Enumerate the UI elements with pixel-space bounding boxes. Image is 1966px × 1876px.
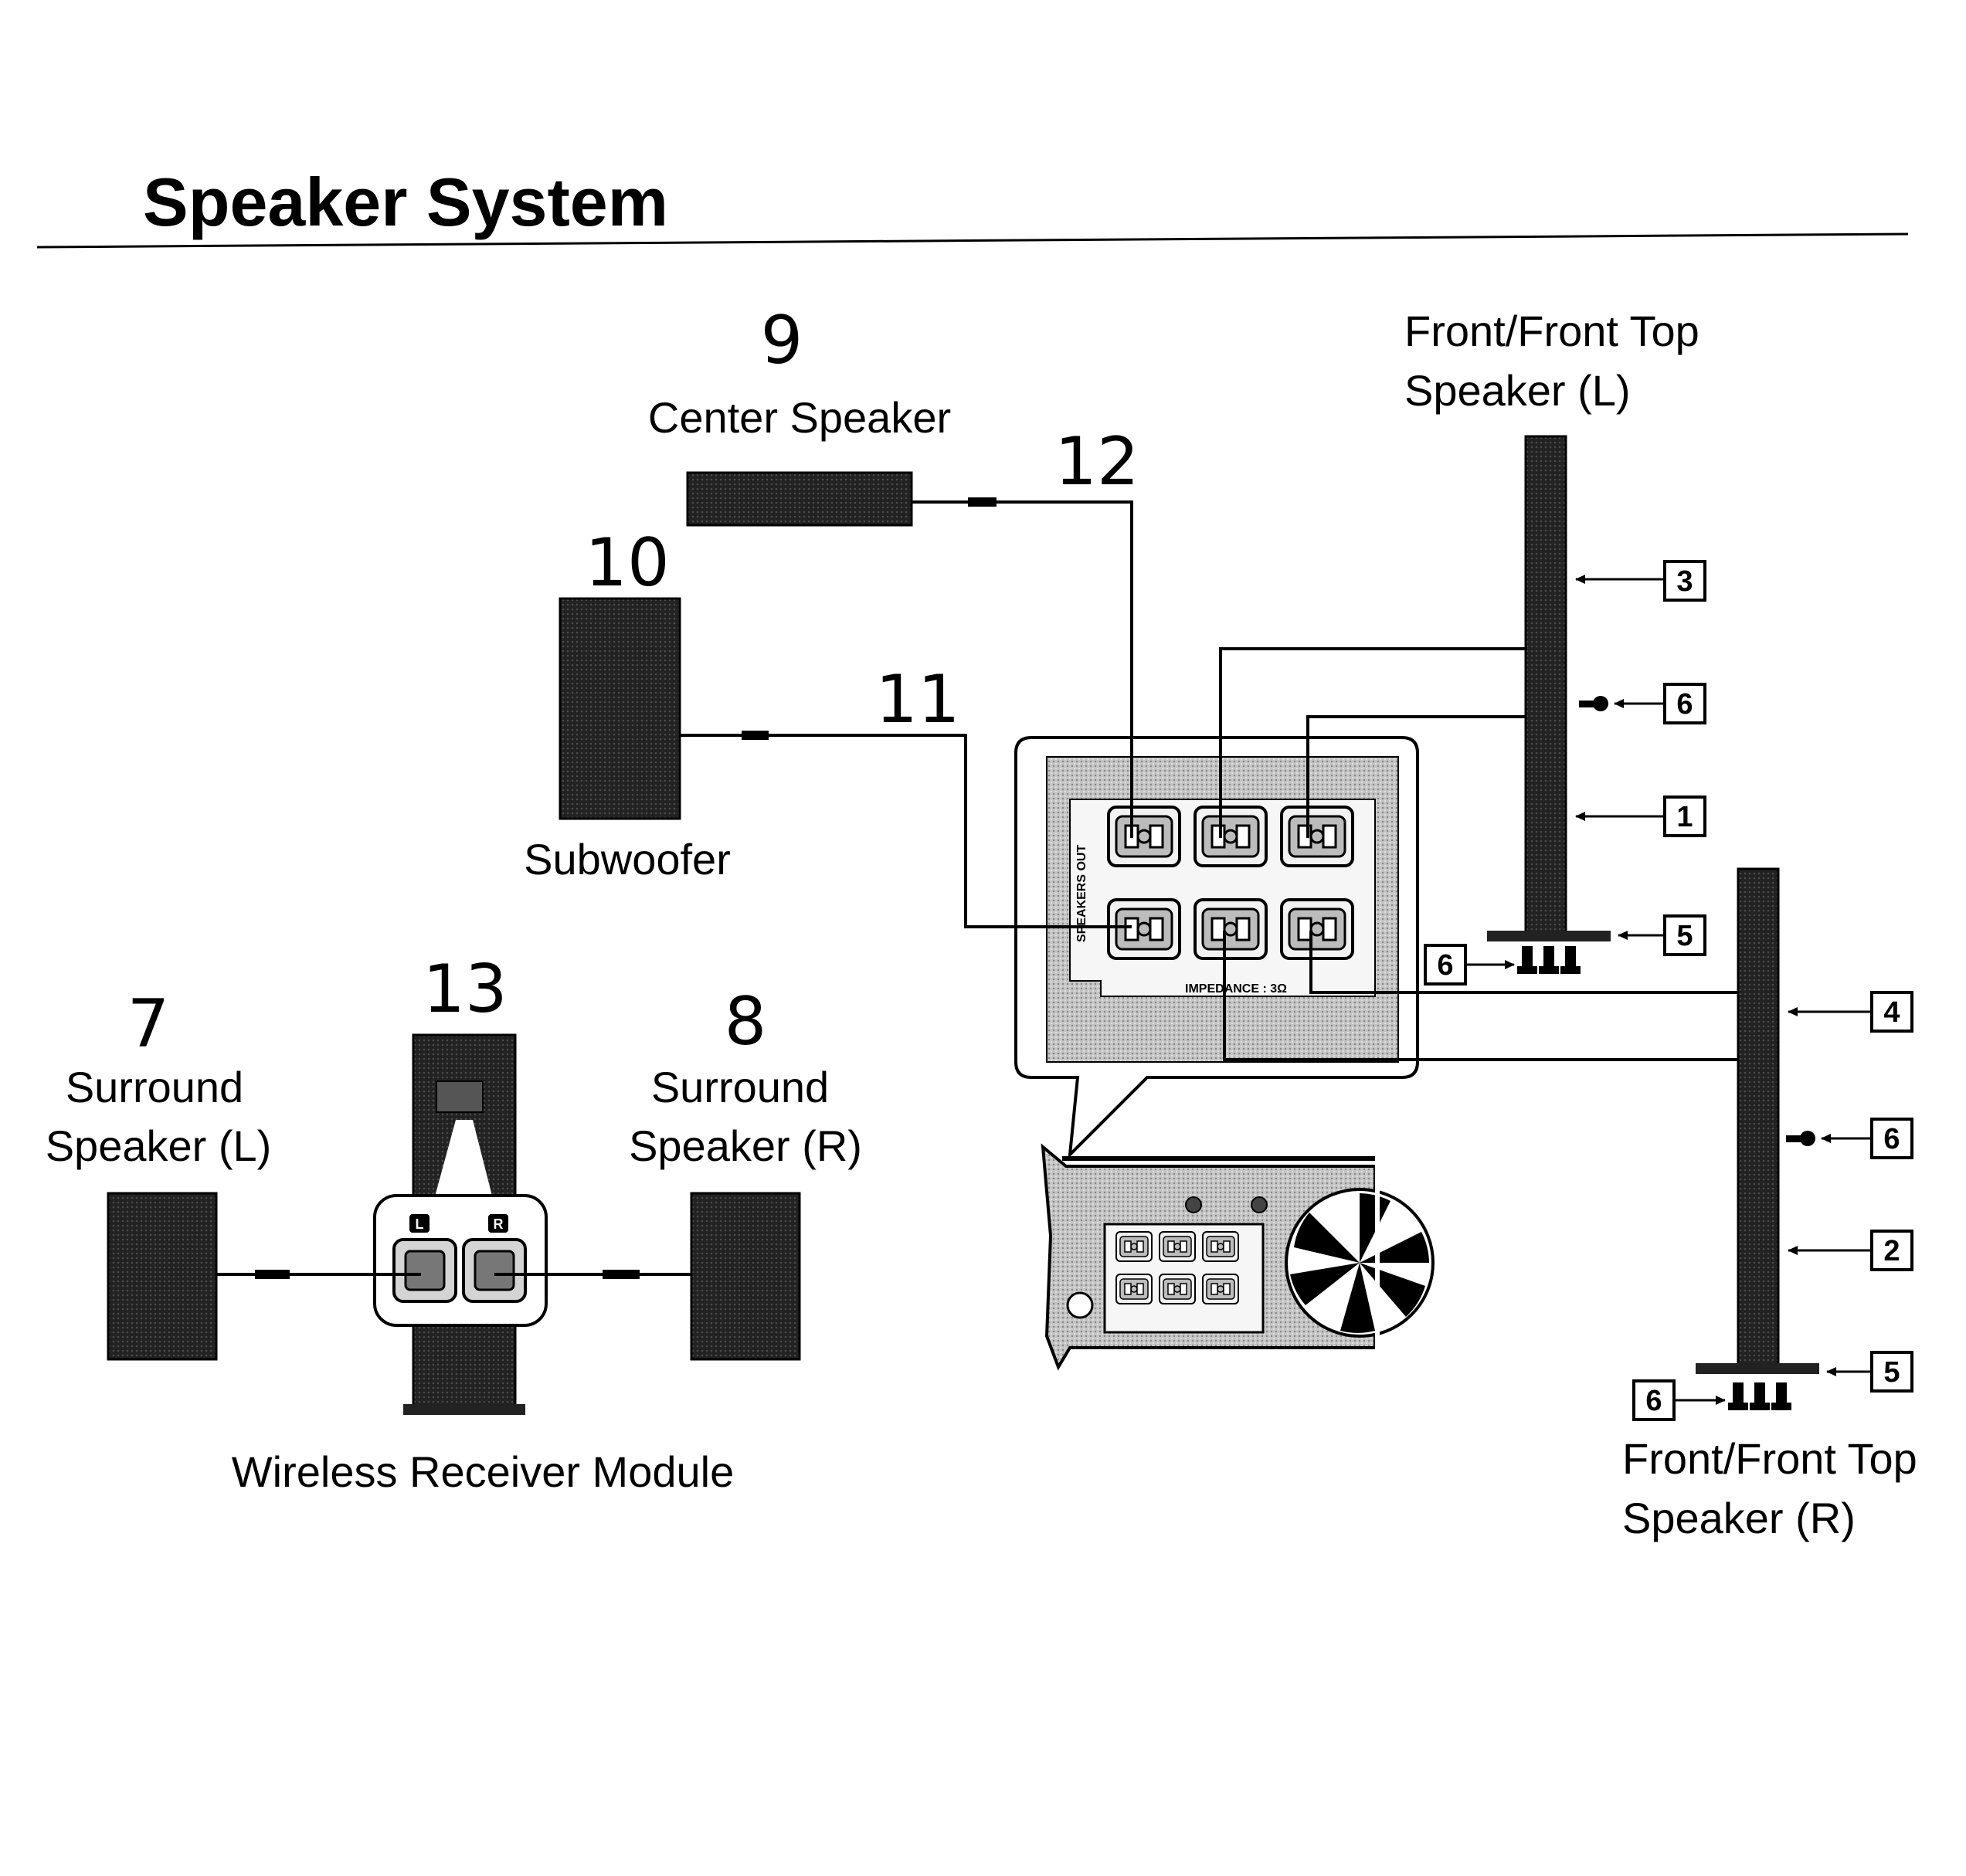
- svg-text:5: 5: [1676, 920, 1693, 952]
- terminal-front-top-r: [1280, 898, 1354, 960]
- callout-box-6-left-screws: 6: [1424, 944, 1467, 985]
- callout-box-6-right-screws: 6: [1632, 1379, 1676, 1421]
- surround-left-label-line2: Speaker (L): [46, 1121, 272, 1170]
- screws-icon: [1517, 946, 1581, 974]
- subwoofer-label: Subwoofer: [524, 835, 731, 884]
- svg-text:4: 4: [1883, 996, 1900, 1029]
- callout-box-6-right-bracket: 6: [1870, 1118, 1913, 1159]
- svg-text:2: 2: [1883, 1235, 1900, 1267]
- page-title: Speaker System: [143, 164, 668, 240]
- callout-7: 7: [127, 985, 170, 1063]
- title-rule: [36, 232, 1909, 249]
- callout-8: 8: [725, 983, 767, 1060]
- bracket-screw-icon: [1579, 696, 1608, 711]
- impedance-label: IMPEDANCE : 3Ω: [1185, 982, 1287, 996]
- surround-wires: [216, 1270, 691, 1279]
- front-left-label-line2: Speaker (L): [1404, 366, 1631, 415]
- callout-13: 13: [423, 951, 507, 1028]
- callout-box-3: 3: [1663, 560, 1706, 602]
- surround-left-label-line1: Surround: [66, 1063, 243, 1111]
- center-speaker-graphic: [686, 471, 913, 527]
- terminal-front-r: [1194, 898, 1268, 960]
- surround-left-speaker-graphic: [107, 1192, 218, 1361]
- wireless-module-label: Wireless Receiver Module: [232, 1447, 734, 1496]
- callout-11: 11: [875, 661, 959, 738]
- callout-box-4: 4: [1870, 991, 1913, 1033]
- callout-box-1: 1: [1663, 796, 1706, 837]
- terminal-front-l: [1194, 806, 1268, 867]
- callout-box-5-left: 5: [1663, 914, 1706, 956]
- front-left-speaker-graphic: [1487, 435, 1611, 974]
- front-right-speaker-graphic: [1696, 867, 1819, 1410]
- svg-text:3: 3: [1676, 565, 1693, 598]
- svg-text:6: 6: [1883, 1123, 1900, 1155]
- callout-box-2: 2: [1870, 1230, 1913, 1271]
- callout-9: 9: [761, 302, 803, 379]
- terminal-subwoofer: [1107, 898, 1181, 960]
- svg-text:6: 6: [1676, 688, 1693, 721]
- screws-icon: [1728, 1382, 1791, 1410]
- terminal-center: [1107, 806, 1181, 867]
- svg-text:6: 6: [1645, 1385, 1662, 1417]
- callout-10: 10: [585, 524, 669, 602]
- speakers-out-panel: SPEAKERS OUT IMPEDANCE : 3Ω: [1014, 736, 1419, 1159]
- svg-text:6: 6: [1437, 949, 1453, 982]
- center-speaker-label: Center Speaker: [648, 393, 951, 442]
- main-unit-rear-graphic: [1041, 1143, 1435, 1371]
- front-right-label-line2: Speaker (R): [1622, 1494, 1856, 1542]
- terminal-front-top-l: [1280, 806, 1354, 867]
- callout-box-6-left-bracket: 6: [1663, 683, 1706, 724]
- fan-icon: [1285, 1188, 1435, 1338]
- surround-right-label-line1: Surround: [651, 1063, 829, 1111]
- module-l-label: L: [416, 1216, 424, 1232]
- subwoofer-graphic: [559, 597, 681, 820]
- wireless-module-graphic: L R: [373, 1033, 548, 1415]
- bracket-screw-icon: [1786, 1131, 1815, 1146]
- speaker-wires: [680, 497, 1738, 1061]
- surround-right-speaker-graphic: [690, 1192, 801, 1361]
- callout-box-5-right: 5: [1870, 1351, 1913, 1393]
- front-left-label-line1: Front/Front Top: [1404, 307, 1699, 355]
- surround-right-label-line2: Speaker (R): [629, 1121, 862, 1170]
- svg-text:5: 5: [1883, 1356, 1900, 1389]
- module-r-label: R: [494, 1216, 504, 1232]
- front-right-label-line1: Front/Front Top: [1622, 1434, 1917, 1483]
- panel-heading: SPEAKERS OUT: [1075, 845, 1088, 942]
- svg-text:1: 1: [1676, 801, 1693, 833]
- callout-12: 12: [1054, 423, 1139, 500]
